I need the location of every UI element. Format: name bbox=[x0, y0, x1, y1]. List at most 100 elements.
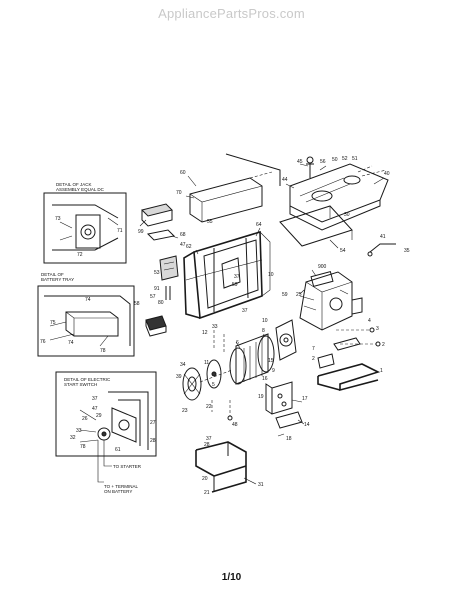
callout-20: 20 bbox=[202, 476, 208, 482]
callout-33: 33 bbox=[76, 428, 82, 434]
callout-61: 61 bbox=[115, 447, 121, 453]
callout-71: 71 bbox=[117, 228, 123, 234]
detail-a-title-line1: DETAIL OF JACK bbox=[56, 182, 92, 187]
callout-6: 6 bbox=[236, 340, 239, 346]
callout-17: 17 bbox=[302, 396, 308, 402]
callout-60: 60 bbox=[180, 170, 186, 176]
callout-28-low: 28 bbox=[204, 442, 210, 448]
alternator-stator: 6 8 bbox=[229, 328, 275, 385]
callout-34: 34 bbox=[180, 362, 186, 368]
callout-51: 51 bbox=[352, 156, 358, 162]
callout-74: 74 bbox=[68, 340, 74, 346]
watermark-text: AppliancePartsPros.com bbox=[158, 6, 305, 21]
callout-29: 29 bbox=[96, 413, 102, 419]
callout-5: 5 bbox=[212, 382, 215, 388]
callout-59: 59 bbox=[282, 292, 288, 298]
callout-78-c: 78 bbox=[80, 444, 86, 450]
rear-rail: 1 bbox=[317, 363, 383, 392]
callout-40: 40 bbox=[384, 171, 390, 177]
detail-box-electric-start-switch: DETAIL OF ELECTRIC START SWITCH 37 47 26… bbox=[55, 371, 157, 457]
callout-80: 80 bbox=[158, 300, 164, 306]
callout-37: 37 bbox=[242, 308, 248, 314]
callout-70: 70 bbox=[176, 190, 182, 196]
label-to-terminal-line2: ON BATTERY bbox=[104, 489, 132, 494]
callout-75: 75 bbox=[50, 320, 56, 326]
callout-25: 25 bbox=[296, 292, 302, 298]
callout-1: 1 bbox=[380, 368, 383, 374]
engine: 900 59 25 bbox=[282, 264, 363, 331]
callout-16: 16 bbox=[262, 376, 268, 382]
end-bell-plate: 10 bbox=[262, 318, 297, 361]
callout-64: 64 bbox=[256, 222, 262, 228]
callout-72: 72 bbox=[77, 252, 83, 258]
breaker-control-box: 16 19 17 bbox=[258, 376, 308, 415]
detail-box-battery-tray: DETAIL OF BATTERY TRAY 74 75 76 74 78 bbox=[37, 272, 135, 357]
callout-9: 9 bbox=[272, 368, 275, 374]
callout-37-low: 37 bbox=[206, 436, 212, 442]
fuel-tank-assembly: 45 56 50 52 51 40 44 30 54 bbox=[279, 156, 390, 254]
fuel-line: 41 35 bbox=[367, 234, 410, 257]
callout-58: 58 bbox=[134, 301, 140, 307]
callout-48: 48 bbox=[232, 422, 238, 428]
callout-23: 23 bbox=[182, 408, 188, 414]
detail-c-title-line2: START SWITCH bbox=[64, 382, 97, 387]
callout-41: 41 bbox=[380, 234, 386, 240]
callout-68: 68 bbox=[180, 232, 186, 238]
cover-plates: 99 68 47 bbox=[138, 203, 186, 248]
callout-22: 22 bbox=[206, 404, 212, 410]
callout-44: 44 bbox=[282, 177, 288, 183]
callout-62: 62 bbox=[186, 244, 192, 250]
detail-b-title-line1: DETAIL OF bbox=[41, 272, 64, 277]
callout-2: 2 bbox=[312, 356, 315, 362]
center-fasteners: 12 33 15 9 22 48 bbox=[202, 324, 275, 428]
callout-900: 900 bbox=[318, 264, 327, 270]
callout-27: 27 bbox=[150, 420, 156, 426]
callout-47: 47 bbox=[180, 242, 186, 248]
callout-26: 26 bbox=[82, 416, 88, 422]
callout-19: 19 bbox=[258, 394, 264, 400]
callout-33-center: 33 bbox=[212, 324, 218, 330]
receptacle-panel: 53 91 80 57 bbox=[150, 255, 179, 306]
callout-91: 91 bbox=[154, 286, 160, 292]
callout-7: 7 bbox=[312, 346, 315, 352]
detail-a-title-line2: ASSEMBLY EQUAL DC bbox=[56, 187, 105, 192]
callout-2-right: 2 bbox=[382, 342, 385, 348]
page-number: 1/10 bbox=[221, 572, 242, 583]
control-panel-bracket: 60 70 55 bbox=[176, 153, 281, 225]
callout-11: 11 bbox=[204, 360, 209, 366]
callout-4: 4 bbox=[368, 318, 371, 324]
callout-57: 57 bbox=[150, 294, 156, 300]
callout-36: 37 bbox=[234, 274, 240, 280]
starter-wires: TO STARTER TO + TERMINAL ON BATTERY bbox=[97, 440, 142, 494]
callout-28: 28 bbox=[150, 438, 156, 444]
callout-10: 10 bbox=[262, 318, 268, 324]
detail-b-title-line2: BATTERY TRAY bbox=[41, 277, 74, 282]
callout-39: 39 bbox=[176, 374, 182, 380]
detail-c-title-line1: DETAIL OF ELECTRIC bbox=[64, 377, 111, 382]
callout-47-c: 47 bbox=[92, 406, 98, 412]
callout-8: 8 bbox=[262, 328, 265, 334]
callout-56: 56 bbox=[320, 159, 326, 165]
battery: 58 bbox=[134, 301, 167, 337]
callout-45: 45 bbox=[297, 159, 303, 165]
callout-99: 99 bbox=[138, 229, 144, 235]
callout-3: 3 bbox=[376, 326, 379, 332]
detail-box-jack-assembly: DETAIL OF JACK ASSEMBLY EQUAL DC 73 71 7… bbox=[43, 182, 127, 264]
fan-end-cover: 34 39 23 11 5 bbox=[176, 359, 233, 414]
callout-37-c: 37 bbox=[92, 396, 98, 402]
callout-18: 18 bbox=[286, 436, 292, 442]
control-cover-plate: 14 18 bbox=[275, 411, 310, 442]
callout-14: 14 bbox=[304, 422, 310, 428]
tubular-frame: 62 64 37 37 10 59 bbox=[183, 222, 274, 320]
engine-mount-brackets: 4 3 2 7 2 bbox=[312, 318, 385, 369]
front-handle-frame: 37 28 20 21 31 bbox=[195, 436, 264, 496]
leader-lines bbox=[139, 163, 385, 485]
callout-78: 78 bbox=[100, 348, 106, 354]
callout-10-frame: 10 bbox=[268, 272, 274, 278]
callout-30: 30 bbox=[344, 212, 350, 218]
label-to-terminal-line1: TO + TERMINAL bbox=[104, 484, 138, 489]
callout-21: 21 bbox=[204, 490, 210, 496]
callout-74-top: 74 bbox=[85, 297, 91, 303]
callout-50: 50 bbox=[332, 157, 338, 163]
